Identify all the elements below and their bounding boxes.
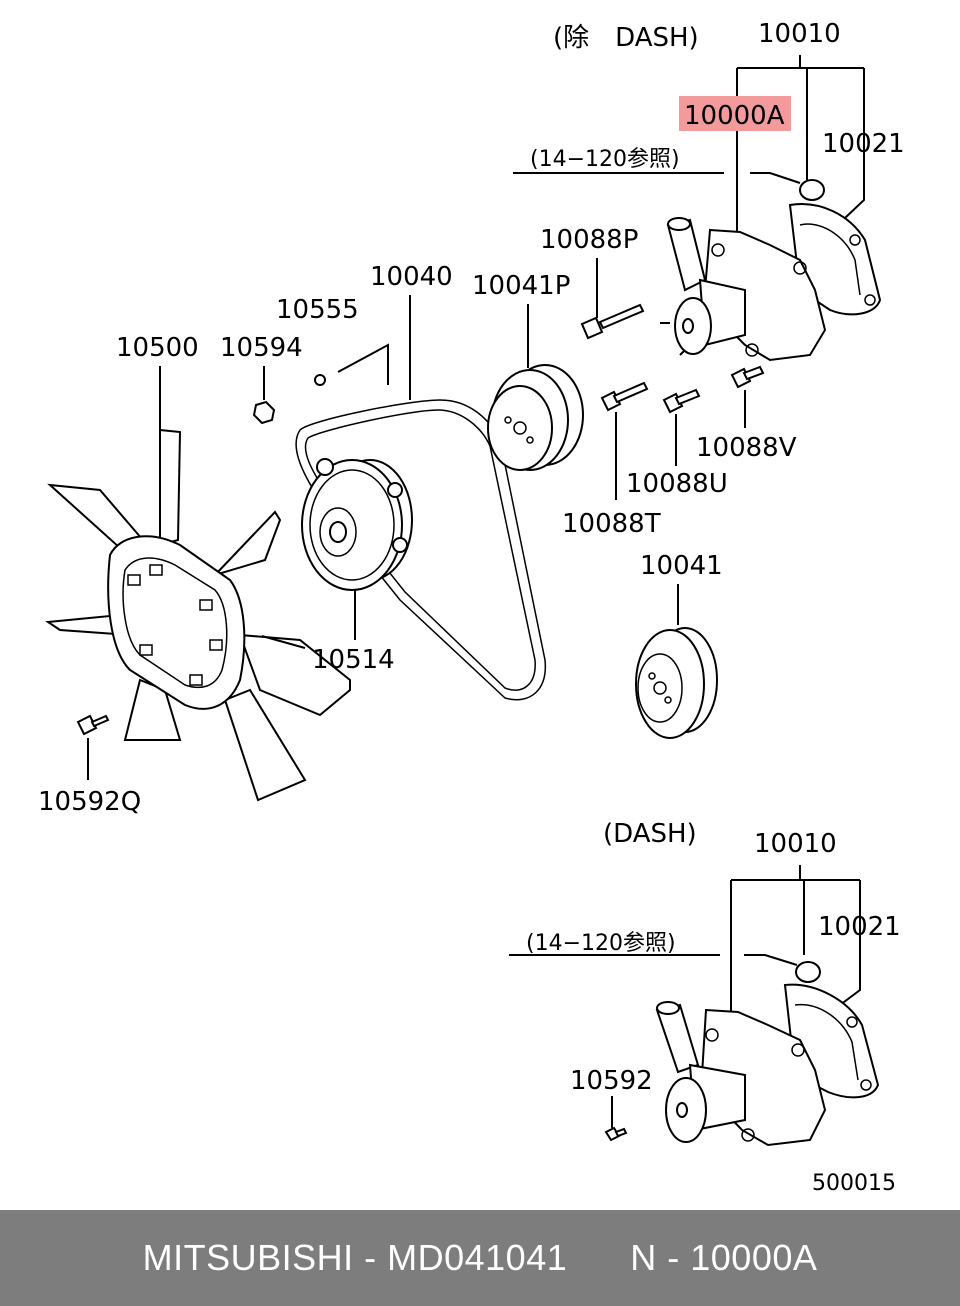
label-10500[interactable]: 10500: [116, 333, 199, 363]
label-10088P[interactable]: 10088P: [540, 225, 638, 255]
ref-leader-top: [513, 172, 801, 184]
water-pump-top-icon: [660, 203, 882, 362]
nut-10594-icon: [252, 400, 276, 425]
label-10088T[interactable]: 10088T: [562, 509, 661, 539]
bolt-10088U-icon: [662, 388, 701, 414]
highlight-10000A: [679, 96, 791, 131]
fan-clutch-icon: [301, 458, 413, 591]
bolt-10088T-icon: [600, 381, 649, 412]
nut-10555-icon: [314, 374, 326, 386]
variant-top-note: (除 DASH): [553, 23, 699, 53]
bolt-10088V-icon: [730, 365, 765, 389]
label-10010-bottom[interactable]: 10010: [754, 829, 837, 859]
label-10088U[interactable]: 10088U: [626, 469, 728, 499]
label-10592Q[interactable]: 10592Q: [38, 787, 141, 817]
label-10000A[interactable]: 10000A: [684, 101, 785, 131]
o-ring-icon: [799, 179, 825, 201]
label-10555[interactable]: 10555: [276, 295, 359, 325]
ref-leader-bottom: [509, 954, 798, 966]
label-10040[interactable]: 10040: [370, 262, 453, 292]
label-10594[interactable]: 10594: [220, 333, 303, 363]
water-pump-bottom-icon: [655, 983, 880, 1147]
label-10021-bottom[interactable]: 10021: [818, 912, 901, 942]
footer-part-info: MITSUBISHI - MD041041 N - 10000A: [142, 1237, 818, 1278]
bolt-10592Q-icon: [76, 714, 110, 736]
figure-number: 500015: [812, 1171, 896, 1196]
label-10041[interactable]: 10041: [640, 551, 723, 581]
variant-bottom-note: (DASH): [603, 819, 697, 849]
leader-bracket-10010-bottom: [730, 865, 861, 1025]
label-10592[interactable]: 10592: [570, 1066, 653, 1096]
label-10021-top[interactable]: 10021: [822, 129, 905, 159]
leader-10555: [337, 343, 389, 385]
bolt-10592-icon: [604, 1126, 628, 1142]
leader-10514-fan: [261, 635, 306, 649]
o-ring-bottom-icon: [795, 961, 821, 983]
ref-note-bottom: (14−120参照): [526, 931, 676, 956]
parts-diagram: (除 DASH) 10010 10000A 10021 (14−120参照) 1…: [38, 19, 905, 1196]
label-10088V[interactable]: 10088V: [696, 433, 797, 463]
leader-bracket-10010-top: [736, 55, 865, 235]
label-10514[interactable]: 10514: [312, 645, 395, 675]
label-10010-top[interactable]: 10010: [758, 19, 841, 49]
label-10041P[interactable]: 10041P: [472, 271, 570, 301]
pulley-10041-icon: [635, 627, 718, 739]
pulley-10041P-icon: [487, 364, 584, 471]
ref-note-top: (14−120参照): [530, 147, 680, 172]
bolt-10088P-icon: [580, 303, 645, 340]
cooling-fan-icon: [45, 428, 351, 802]
footer-bar: MITSUBISHI - MD041041 N - 10000A: [0, 1210, 960, 1306]
